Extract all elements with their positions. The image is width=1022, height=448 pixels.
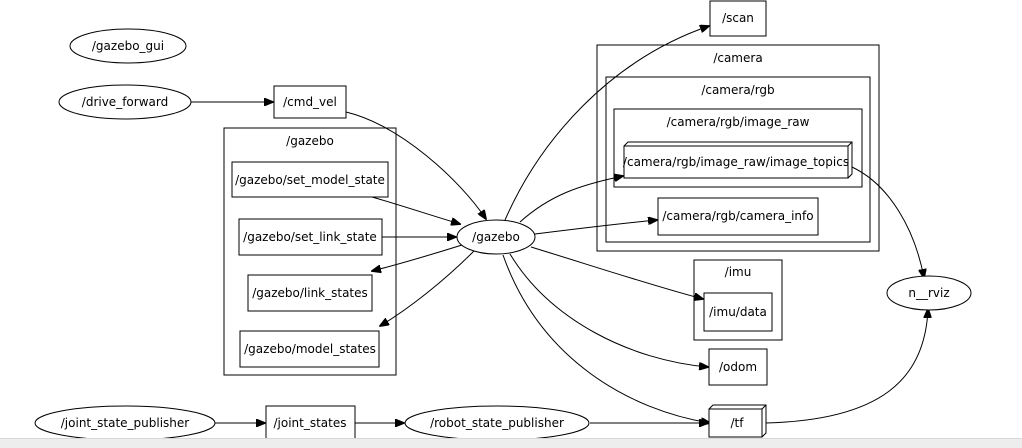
window-bottom-edge [0, 438, 1022, 448]
cluster-camera-rgb-image-raw-label: /camera/rgb/image_raw [667, 115, 810, 129]
node-gazebo-gui[interactable]: /gazebo_gui [69, 28, 187, 64]
topic-scan[interactable]: /scan [709, 0, 767, 37]
node-joint-state-publisher-label: /joint_state_publisher [61, 416, 190, 430]
edge-gazebo-imu-data [530, 246, 703, 299]
edge-gazebo-camera-info [534, 220, 657, 235]
edge-gazebo-image-topics [519, 176, 623, 223]
topic-imu-data-label: /imu/data [709, 305, 767, 319]
node-gazebo-gui-label: /gazebo_gui [92, 39, 164, 53]
edge-gazebo-link-states [372, 244, 463, 271]
cluster-imu-label: /imu [725, 265, 752, 279]
topic-scan-label: /scan [722, 11, 754, 25]
topic-link-states-label: /gazebo/link_states [252, 286, 368, 300]
topic-camera-info[interactable]: /camera/rgb/camera_info [657, 197, 819, 236]
topic-image-topics[interactable]: /camera/rgb/image_raw/image_topics [623, 141, 853, 179]
node-joint-state-publisher[interactable]: /joint_state_publisher [34, 405, 216, 438]
cluster-camera-rgb-image-raw: /camera/rgb/image_raw [613, 108, 863, 188]
topic-link-states[interactable]: /gazebo/link_states [247, 274, 373, 312]
topic-joint-states-label: /joint_states [273, 416, 346, 430]
node-drive-forward[interactable]: /drive_forward [58, 84, 192, 120]
node-robot-state-publisher-label: /robot_state_publisher [430, 416, 564, 430]
topic-set-link-state-label: /gazebo/set_link_state [243, 230, 377, 244]
topic-set-link-state[interactable]: /gazebo/set_link_state [238, 218, 383, 256]
node-rviz-label: n__rviz [908, 286, 949, 300]
edge-gazebo-scan [504, 26, 709, 221]
topic-odom-label: /odom [719, 360, 757, 374]
topic-model-states-label: /gazebo/model_states [244, 342, 376, 356]
topic-imu-data[interactable]: /imu/data [703, 292, 773, 332]
cluster-camera: /camera [596, 44, 880, 252]
cluster-camera-label: /camera [713, 51, 762, 65]
topic-joint-states[interactable]: /joint_states [265, 405, 356, 438]
node-robot-state-publisher[interactable]: /robot_state_publisher [404, 405, 590, 438]
cluster-camera-rgb-label: /camera/rgb [701, 83, 774, 97]
topic-set-model-state[interactable]: /gazebo/set_model_state [231, 161, 389, 198]
node-gazebo[interactable]: /gazebo [456, 219, 536, 255]
edge-gazebo-tf [502, 254, 710, 423]
topic-tf[interactable]: /tf [708, 404, 767, 438]
edge-gazebo-odom [509, 253, 708, 367]
edge-tf-rviz [765, 309, 928, 424]
edge-cmd-vel-gazebo [345, 111, 486, 219]
ros-node-graph: /gazebo /camera /camera/rgb /camera/rgb/… [34, 0, 972, 438]
topic-cmd-vel-label: /cmd_vel [283, 95, 337, 109]
topic-camera-info-label: /camera/rgb/camera_info [662, 209, 813, 223]
edge-image-topics-rviz [851, 166, 924, 278]
edge-gazebo-model-states [380, 250, 475, 326]
node-drive-forward-label: /drive_forward [82, 95, 168, 109]
topic-tf-label: /tf [731, 416, 745, 430]
edge-set-model-state-gazebo [371, 196, 460, 224]
topic-model-states[interactable]: /gazebo/model_states [239, 330, 380, 368]
cluster-camera-rgb: /camera/rgb [605, 76, 871, 243]
node-gazebo-label: /gazebo [472, 230, 520, 244]
topic-image-topics-label: /camera/rgb/image_raw/image_topics [623, 155, 849, 169]
edges [191, 26, 928, 423]
node-rviz[interactable]: n__rviz [886, 275, 972, 311]
topic-odom[interactable]: /odom [708, 348, 768, 386]
cluster-gazebo: /gazebo [223, 127, 397, 376]
topic-set-model-state-label: /gazebo/set_model_state [235, 173, 385, 187]
topic-cmd-vel[interactable]: /cmd_vel [273, 85, 347, 119]
cluster-gazebo-label: /gazebo [286, 134, 334, 148]
